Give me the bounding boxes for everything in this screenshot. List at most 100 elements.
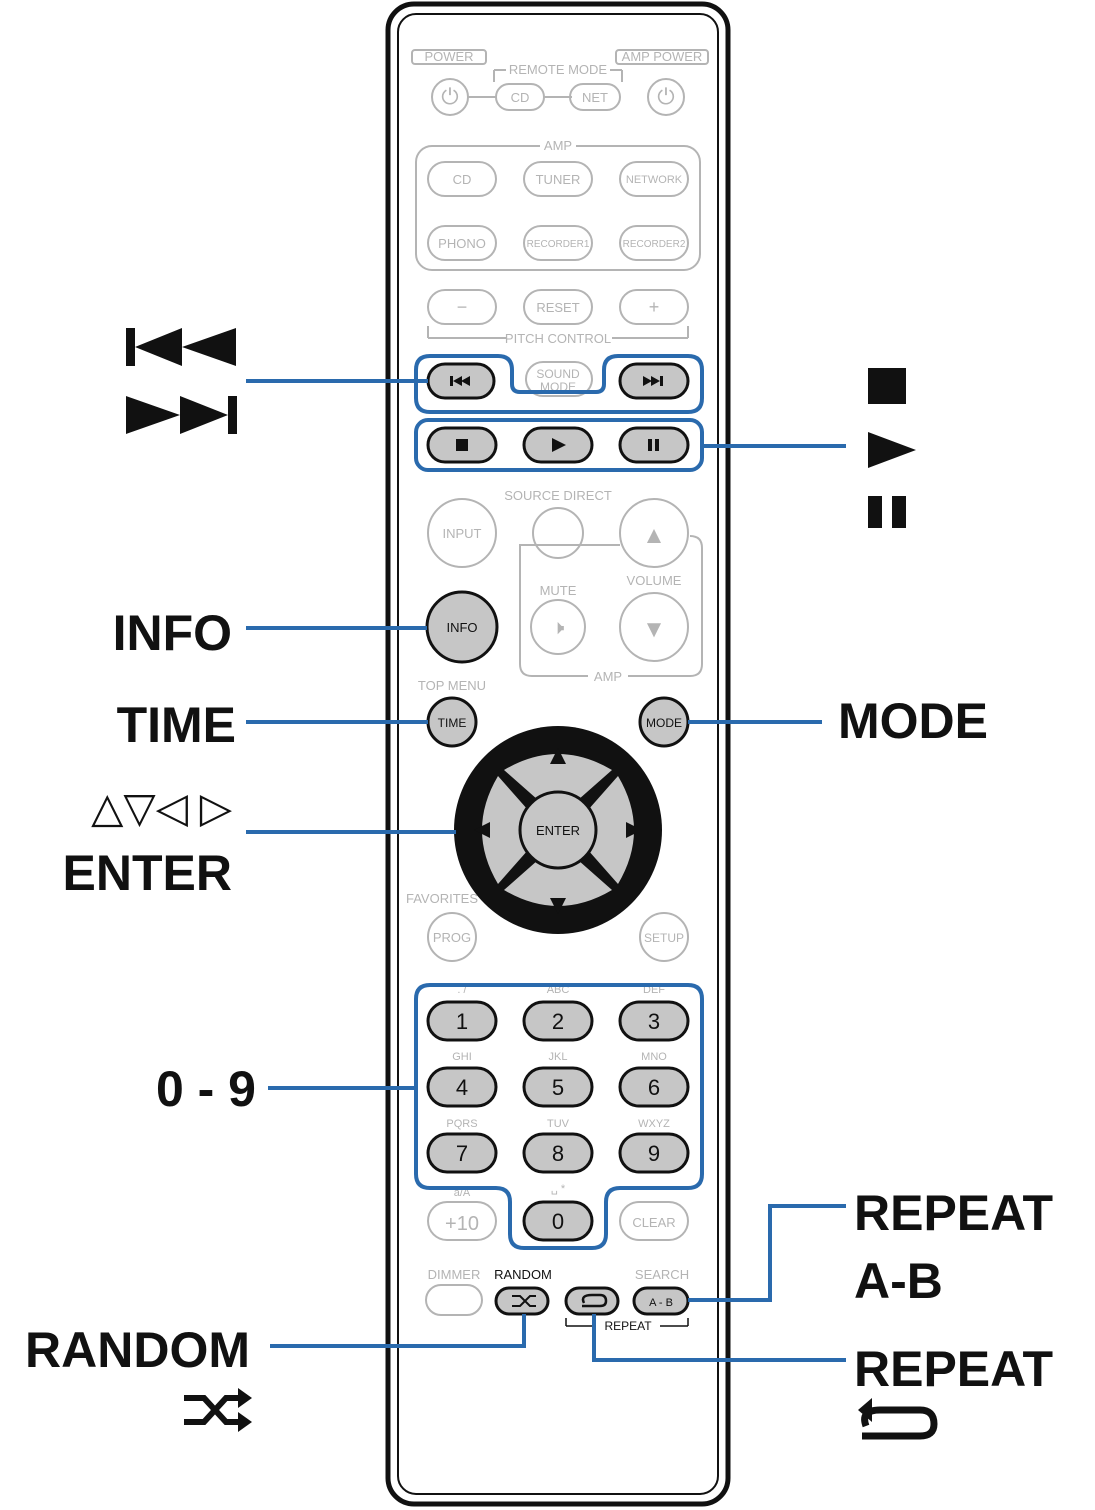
info-button-label: INFO: [446, 620, 477, 635]
mode-net-label: NET: [582, 90, 608, 105]
cursor-symbols-label: △▽◁ ▷: [91, 784, 233, 831]
power-label: POWER: [424, 49, 473, 64]
sub-1-label: . /: [457, 984, 467, 996]
num-4-button[interactable]: [426, 1066, 498, 1108]
favorites-label: FAVORITES: [406, 891, 478, 906]
num-3-label: 3: [648, 1009, 660, 1034]
skip-back-icon: [126, 328, 236, 366]
random-label: RANDOM: [494, 1267, 552, 1282]
repeat-symbol-icon: [861, 1406, 938, 1440]
sub-6-label: MNO: [641, 1051, 667, 1063]
enter-callout-label: ENTER: [63, 845, 232, 901]
repeat-icon: [581, 1293, 608, 1308]
dpad-up-icon: [550, 748, 566, 764]
sub-4-label: GHI: [452, 1051, 472, 1063]
mute-icon: 🕨: [552, 617, 565, 639]
volume-up-icon: ▲: [642, 522, 666, 549]
sub-8-label: TUV: [547, 1118, 570, 1130]
num-9-label: 9: [648, 1141, 660, 1166]
src-recorder1-label: RECORDER1: [527, 239, 590, 250]
num-1-label: 1: [456, 1009, 468, 1034]
num-1-button[interactable]: [426, 1000, 498, 1042]
random-icon: [512, 1295, 536, 1307]
num-9-button[interactable]: [618, 1132, 690, 1174]
search-label: SEARCH: [635, 1267, 689, 1282]
volume-down-icon: ▼: [642, 616, 666, 643]
skip-forward-icon: [126, 396, 237, 434]
num-3-button[interactable]: [618, 1000, 690, 1042]
num-8-button[interactable]: [522, 1132, 594, 1174]
sub-7-label: PQRS: [446, 1118, 477, 1130]
pitch-minus-label: −: [457, 297, 468, 317]
num-6-button[interactable]: [618, 1066, 690, 1108]
pause-button[interactable]: [618, 426, 690, 464]
enter-button-label: ENTER: [536, 823, 580, 838]
pitch-control-label: PITCH CONTROL: [505, 331, 611, 346]
random-callout-label: RANDOM: [25, 1322, 250, 1378]
num-4-label: 4: [456, 1075, 468, 1100]
power-icon: ⏻: [441, 84, 458, 109]
plus10-label: +10: [445, 1213, 479, 1235]
stop-icon: [456, 439, 468, 451]
src-recorder2-label: RECORDER2: [623, 239, 686, 250]
random-button[interactable]: [494, 1286, 550, 1316]
mode-cd-label: CD: [511, 90, 530, 105]
callout-labels: INFO TIME MODE △▽◁ ▷ ENTER 0 - 9 REPEAT …: [25, 328, 1053, 1440]
play-icon: [552, 438, 566, 452]
dpad-left-button[interactable]: [482, 776, 528, 884]
dpad-left-icon: [474, 822, 490, 838]
sub-5-label: JKL: [549, 1051, 568, 1063]
repeat-button[interactable]: [564, 1286, 620, 1316]
src-tuner-label: TUNER: [536, 172, 581, 187]
pause-icon: [648, 439, 659, 451]
dpad-down-icon: [550, 898, 566, 914]
amp-power-label: AMP POWER: [622, 49, 703, 64]
random-symbol-icon: [184, 1395, 240, 1425]
num-5-button[interactable]: [522, 1066, 594, 1108]
dpad-right-icon: [626, 822, 642, 838]
enter-button[interactable]: [518, 790, 598, 870]
src-network-label: NETWORK: [626, 174, 683, 186]
dpad-up-button[interactable]: [504, 754, 612, 800]
highlight-outlines: [414, 354, 704, 1250]
highlighted-buttons: [425, 362, 690, 1316]
mode-callout-label: MODE: [838, 693, 988, 749]
num-2-button[interactable]: [522, 1000, 594, 1042]
source-direct-label: SOURCE DIRECT: [504, 488, 612, 503]
top-menu-label: TOP MENU: [418, 678, 486, 693]
num-6-label: 6: [648, 1075, 660, 1100]
next-icon: [643, 376, 663, 386]
repeat-callout-line: [592, 1314, 846, 1362]
skip-group-outline: [414, 354, 704, 414]
repeat-ab-label-2: A-B: [854, 1253, 943, 1309]
random-callout-line: [270, 1314, 526, 1348]
num-0-label: 0: [552, 1209, 564, 1234]
time-button-label: TIME: [438, 716, 467, 730]
volume-label: VOLUME: [627, 573, 682, 588]
remote-mode-label: REMOTE MODE: [509, 62, 608, 77]
dimmer-label: DIMMER: [428, 1267, 481, 1282]
pitch-plus-label: +: [649, 297, 660, 317]
repeat-ab-callout-line: [688, 1204, 846, 1302]
button-labels: INFO TIME MODE ENTER 1 2 3 4 5 6 7 8 9 0…: [438, 620, 682, 1333]
time-callout-label: TIME: [117, 697, 236, 753]
play-symbol-icon: [868, 432, 916, 468]
sound-mode-label-1: SOUND: [536, 367, 580, 381]
pitch-reset-label: RESET: [536, 300, 579, 315]
dpad-down-button[interactable]: [504, 860, 612, 906]
num-7-label: 7: [456, 1141, 468, 1166]
button-glyphs: [450, 376, 663, 1308]
callout-lines: [246, 379, 846, 1362]
prev-icon: [450, 376, 470, 386]
stop-symbol-icon: [868, 368, 906, 404]
sub-0-label: ␣ *: [551, 1183, 566, 1195]
amp-power-icon: ⏻: [657, 84, 674, 109]
num-7-button[interactable]: [426, 1132, 498, 1174]
num-0-button[interactable]: [522, 1200, 594, 1242]
mute-label: MUTE: [540, 583, 577, 598]
repeat-label: REPEAT: [604, 1319, 652, 1333]
pause-symbol-icon: [868, 496, 906, 528]
dpad-right-button[interactable]: [588, 776, 634, 884]
